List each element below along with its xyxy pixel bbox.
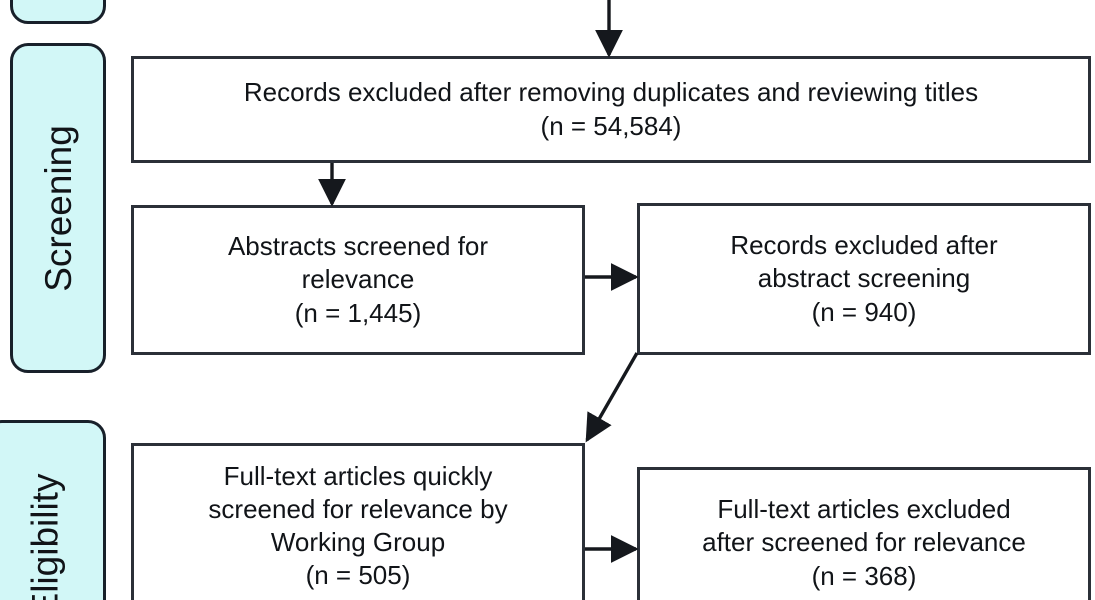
line-1: Full-text articles quickly xyxy=(223,461,493,491)
line-2: (n = 54,584) xyxy=(540,110,682,141)
box-records-excluded-duplicates: Records excluded after removing duplicat… xyxy=(131,56,1091,163)
line-3: (n = 940) xyxy=(811,296,917,327)
stage-screening: Screening xyxy=(10,43,106,373)
box-fulltext-quick-screen: Full-text articles quickly screened for … xyxy=(131,443,585,600)
stage-identification xyxy=(10,0,106,24)
line-3: Working Group xyxy=(270,527,446,558)
arrow-excluded-to-fulltext xyxy=(585,352,639,443)
box-records-excluded-abstract: Records excluded after abstract screenin… xyxy=(637,203,1091,355)
line-2: relevance xyxy=(301,264,415,295)
box-fulltext-excluded: Full-text articles excluded after screen… xyxy=(637,467,1091,600)
line-3: (n = 1,445) xyxy=(294,297,422,328)
line-2: screened for relevance by xyxy=(208,494,508,525)
box-abstracts-screened-text: Abstracts screened for relevance (n = 1,… xyxy=(144,230,572,329)
box-abstracts-screened: Abstracts screened for relevance (n = 1,… xyxy=(131,205,585,355)
line-2: after screened for relevance xyxy=(702,527,1026,558)
stage-eligibility-label: Eligibility xyxy=(24,473,66,600)
line-1: Records excluded after xyxy=(730,230,998,261)
line-1: Abstracts screened for xyxy=(227,231,489,262)
line-1: Records excluded after removing duplicat… xyxy=(243,77,979,108)
line-4: (n = 505) xyxy=(305,560,411,591)
box-records-excluded-duplicates-text: Records excluded after removing duplicat… xyxy=(144,76,1078,142)
line-2: abstract screening xyxy=(757,263,971,294)
box-records-excluded-abstract-text: Records excluded after abstract screenin… xyxy=(650,229,1078,328)
line-3: (n = 368) xyxy=(811,560,917,591)
stage-screening-label: Screening xyxy=(37,124,79,292)
box-fulltext-quick-screen-text: Full-text articles quickly screened for … xyxy=(144,460,572,592)
box-fulltext-excluded-text: Full-text articles excluded after screen… xyxy=(650,493,1078,592)
line-1: Full-text articles excluded xyxy=(717,494,1011,525)
stage-eligibility: Eligibility xyxy=(0,420,106,600)
